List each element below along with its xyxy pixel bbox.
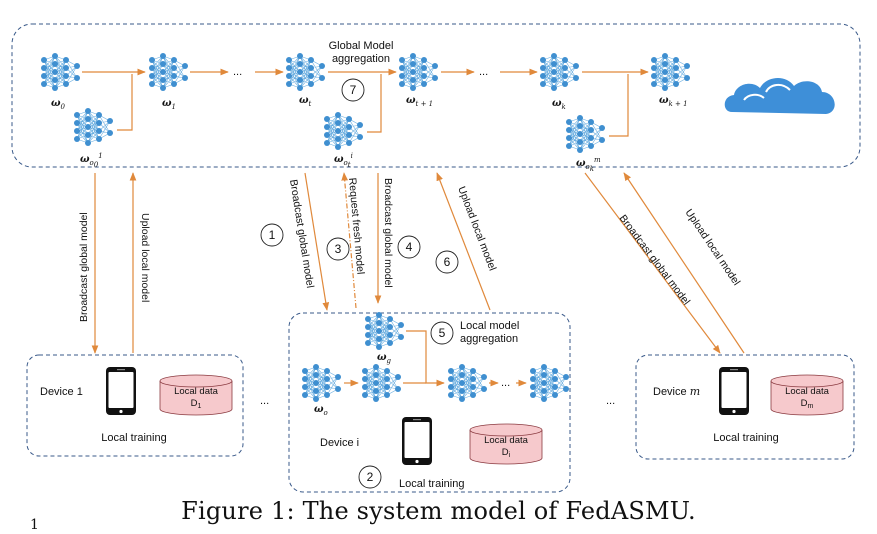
device-i-training-label: Local training [399,478,464,490]
ellipsis-right-devices: ... [606,395,615,407]
elbow-wg [406,330,445,387]
network-icon-wo0 [73,107,114,147]
ellipsis-device-i: ... [501,377,510,389]
step-1-circle [260,223,284,247]
step-7-number: 7 [350,83,357,97]
label-wo: ωo [314,404,328,417]
device-1-training-label: Local training [101,432,166,444]
device-i-phone-icon [402,417,432,465]
label-wok: ωokm [576,156,601,173]
ellipsis-2: ... [479,66,488,78]
label-broadcast-4: Broadcast global model [382,178,394,288]
cloud-icon [724,77,835,114]
global-aggregation-line1: Global Model [329,40,394,52]
step-2-circle [358,465,382,489]
network-icon-device-i-2 [361,363,402,403]
device-i-local-data-cylinder [469,423,543,465]
label-w0: ω0 [51,98,66,111]
network-icon-wk [539,52,580,92]
device-1-panel [26,354,244,457]
label-wt1: ωt + 1 [406,95,433,108]
network-icon-wk1 [650,52,691,92]
device-m-phone-icon [719,367,749,415]
label-broadcast-1: Broadcast global model [287,179,316,289]
device-1-local-data-symbol: D1 [191,398,202,410]
local-aggregation-line1: Local model [460,320,519,332]
device-m-local-data-symbol: Dm [801,398,814,410]
step-5-number: 5 [439,326,446,340]
elbow-wo0 [117,74,133,131]
network-icon-device-i-4 [529,363,570,403]
step-3-number: 3 [335,242,342,256]
arrow-broadcast-1 [304,172,330,311]
label-right-broadcast: Broadcast global model [617,213,693,308]
step-4-number: 4 [406,240,413,254]
global-aggregation-line2: aggregation [332,53,390,65]
network-icon-wg [364,311,405,351]
label-right-upload: Upload local model [683,207,743,288]
network-icon-w0 [40,52,81,92]
step-4-circle [397,235,421,259]
ellipsis-left-devices: ... [260,395,269,407]
device-i-name: Device i [320,437,359,449]
device-1-phone-icon [106,367,136,415]
network-icon-wo [301,363,342,403]
ellipsis-1: ... [233,66,242,78]
network-icon-w1 [148,52,189,92]
step-7-circle [341,78,365,102]
step-6-circle [435,250,459,274]
device-m-local-data-cylinder [770,374,844,416]
arrow-right-upload [623,172,745,354]
step-2-number: 2 [367,470,374,484]
device-1-name: Device 1 [40,386,83,398]
network-icon-wt [285,52,326,92]
network-icon-wt1 [398,52,439,92]
device-i-local-data-label: Local data [484,435,529,446]
elbow-wot [367,74,382,133]
label-wk1: ωk + 1 [659,95,688,108]
device-i-panel [288,312,571,493]
label-wk: ωk [552,98,566,111]
local-aggregation-line2: aggregation [460,333,518,345]
device-1-local-data-label: Local data [174,386,219,397]
network-icon-wok [565,114,606,154]
elbow-wok [609,74,629,137]
footnote-mark: 1 [30,517,39,533]
device-m-local-data-label: Local data [785,386,830,397]
figure-caption: Figure 1: The system model of FedASMU. [181,497,696,525]
step-6-number: 6 [444,255,451,269]
device-1-local-data-cylinder [159,374,233,416]
label-wt: ωt [299,95,312,108]
label-w1: ω1 [162,98,176,111]
step-5-circle [430,321,454,345]
arrow-upload-6 [436,172,491,311]
label-wg: ωg [377,352,392,365]
label-wot: ωoti [334,152,353,169]
label-wo0: ωo01 [80,152,103,169]
device-m-training-label: Local training [713,432,778,444]
device-i-local-data-symbol: Di [502,447,511,459]
step-3-circle [326,237,350,261]
label-left-upload: Upload local model [139,213,151,302]
step-1-number: 1 [269,228,276,242]
arrow-right-broadcast [584,172,721,354]
label-left-broadcast: Broadcast global model [78,212,90,322]
arrow-request-3 [341,172,357,309]
device-m-name: Device m [653,385,700,398]
label-upload-6: Upload local model [455,185,498,273]
network-icon-wot [323,111,364,151]
cloud-panel [11,23,861,168]
network-icon-device-i-3 [447,363,488,403]
device-m-panel [635,354,855,460]
